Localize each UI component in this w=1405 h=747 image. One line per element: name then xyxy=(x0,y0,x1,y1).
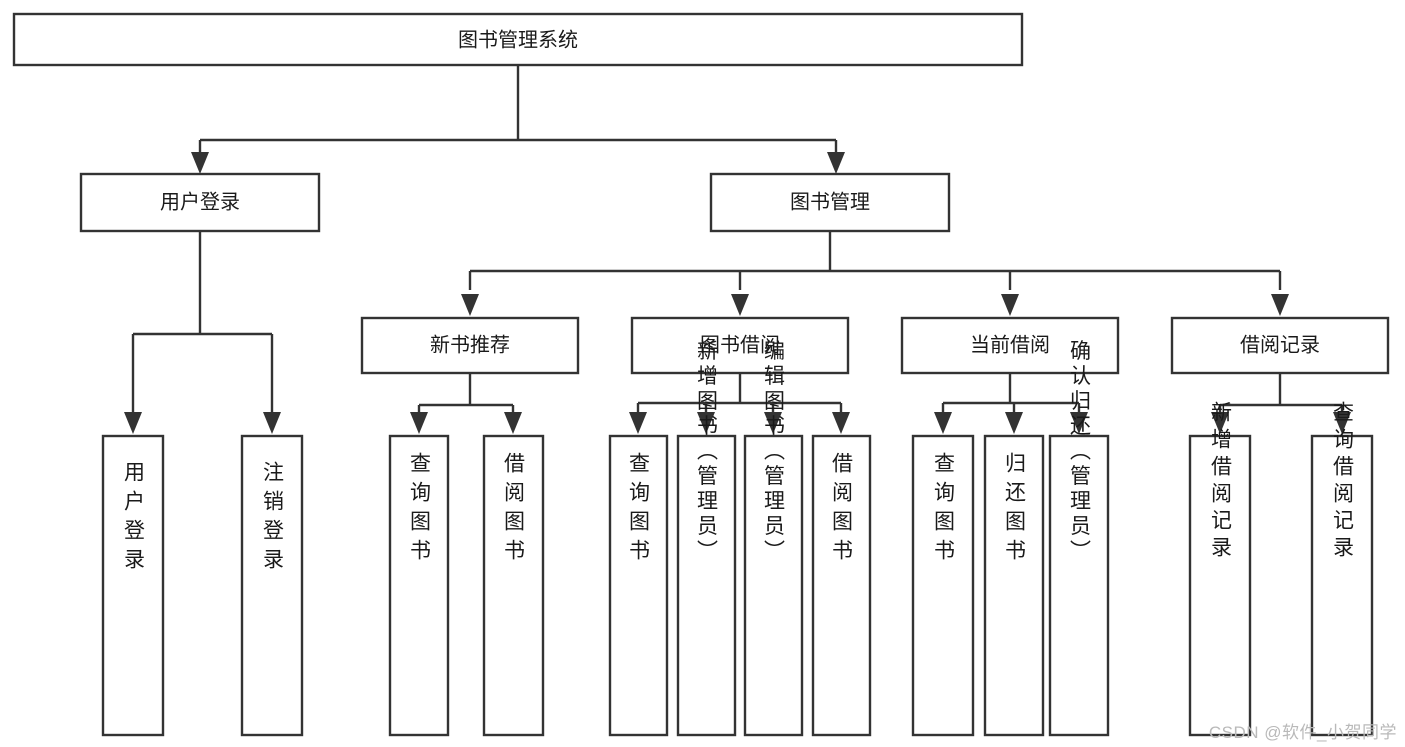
leaf-query-book-borrow-label: 查询图书 xyxy=(627,452,651,568)
leaf-return-book[interactable]: 归还图书 xyxy=(983,434,1045,737)
leaf-query-borrow-record-label: 查询借阅记录 xyxy=(1331,401,1355,563)
leaf-borrow-book-new-box[interactable] xyxy=(482,434,545,737)
leaf-borrow-book-new[interactable]: 借阅图书 xyxy=(482,434,545,737)
leaf-borrow-book-box[interactable] xyxy=(811,434,872,737)
node-current-borrow-label: 当前借阅 xyxy=(970,333,1050,356)
leaf-add-book-admin-label: 新增图书（管理员） xyxy=(695,340,719,565)
leaf-edit-book-admin[interactable]: 编辑图书（管理员） xyxy=(743,340,804,737)
leaf-borrow-book-new-label: 借阅图书 xyxy=(502,452,526,568)
leaf-user-login-label: 用户登录 xyxy=(122,461,146,577)
leaf-query-book-new-box[interactable] xyxy=(388,434,450,737)
arrow-borrow-to-leaf-1 xyxy=(629,412,647,434)
arrow-book-mgmt-to-borrow xyxy=(731,294,749,316)
leaf-query-borrow-record-box[interactable] xyxy=(1310,434,1374,737)
connector-group xyxy=(124,65,1351,434)
node-book-management[interactable]: 图书管理 xyxy=(709,172,951,233)
arrow-book-mgmt-to-current xyxy=(1001,294,1019,316)
node-root[interactable]: 图书管理系统 xyxy=(12,12,1024,67)
leaf-query-book-new[interactable]: 查询图书 xyxy=(388,434,450,737)
leaf-return-book-label: 归还图书 xyxy=(1003,452,1027,568)
node-user-login-label: 用户登录 xyxy=(160,190,240,213)
arrow-borrow-to-leaf-2 xyxy=(697,412,715,434)
node-borrow-records[interactable]: 借阅记录 xyxy=(1170,316,1390,375)
arrow-borrow-to-leaf-3 xyxy=(764,412,782,434)
node-current-borrow[interactable]: 当前借阅 xyxy=(900,316,1120,375)
connector-borrow-trunk xyxy=(636,373,843,418)
connector-records-trunk xyxy=(1218,373,1344,418)
node-book-management-box[interactable] xyxy=(709,172,951,233)
leaf-add-book-admin-box[interactable] xyxy=(676,434,737,737)
node-root-label: 图书管理系统 xyxy=(458,28,578,51)
arrow-book-mgmt-to-new-book xyxy=(461,294,479,316)
leaf-confirm-return-admin-label: 确认归还（管理员） xyxy=(1068,340,1092,565)
leaf-user-login[interactable]: 用户登录 xyxy=(101,434,165,737)
node-user-login-box[interactable] xyxy=(79,172,321,233)
node-new-book-recommend-box[interactable] xyxy=(360,316,580,375)
connector-current-trunk xyxy=(941,373,1081,418)
connector-root-trunk xyxy=(198,65,838,158)
arrow-borrow-to-leaf-4 xyxy=(832,412,850,434)
node-current-borrow-box[interactable] xyxy=(900,316,1120,375)
arrow-current-to-leaf-1 xyxy=(934,412,952,434)
node-book-borrow-label: 图书借阅 xyxy=(700,333,780,356)
leaf-add-book-admin[interactable]: 新增图书（管理员） xyxy=(676,340,737,737)
node-book-borrow[interactable]: 图书借阅 xyxy=(630,316,850,375)
node-new-book-recommend[interactable]: 新书推荐 xyxy=(360,316,580,375)
arrow-records-to-leaf-2 xyxy=(1333,412,1351,434)
leaf-query-book-current[interactable]: 查询图书 xyxy=(911,434,975,737)
leaf-add-borrow-record[interactable]: 新增借阅记录 xyxy=(1188,401,1252,737)
arrow-current-to-leaf-3 xyxy=(1070,412,1088,434)
leaf-query-book-current-box[interactable] xyxy=(911,434,975,737)
leaf-query-book-new-label: 查询图书 xyxy=(408,452,432,568)
arrow-root-to-book-mgmt xyxy=(827,152,845,174)
arrow-root-to-user-login xyxy=(191,152,209,174)
leaf-query-book-borrow[interactable]: 查询图书 xyxy=(608,434,669,737)
leaf-logout[interactable]: 注销登录 xyxy=(240,434,304,737)
arrow-current-to-leaf-2 xyxy=(1005,412,1023,434)
leaf-borrow-book-label: 借阅图书 xyxy=(830,452,854,568)
arrow-user-login-to-leaf-2 xyxy=(263,412,281,434)
leaf-edit-book-admin-box[interactable] xyxy=(743,434,804,737)
leaf-add-borrow-record-label: 新增借阅记录 xyxy=(1209,401,1233,563)
node-book-borrow-box[interactable] xyxy=(630,316,850,375)
connector-new-book-trunk xyxy=(417,373,515,418)
arrow-new-book-to-leaf-2 xyxy=(504,412,522,434)
leaf-borrow-book[interactable]: 借阅图书 xyxy=(811,434,872,737)
connector-book-mgmt-trunk xyxy=(468,231,1282,290)
leaf-add-borrow-record-box[interactable] xyxy=(1188,434,1252,737)
node-user-login[interactable]: 用户登录 xyxy=(79,172,321,233)
leaf-confirm-return-admin-box[interactable] xyxy=(1048,434,1110,737)
leaf-query-book-borrow-box[interactable] xyxy=(608,434,669,737)
node-borrow-records-box[interactable] xyxy=(1170,316,1390,375)
leaf-logout-box[interactable] xyxy=(240,434,304,737)
csdn-watermark: CSDN @软件_小贺同学 xyxy=(1208,723,1397,742)
leaf-query-borrow-record[interactable]: 查询借阅记录 xyxy=(1310,401,1374,737)
leaf-confirm-return-admin[interactable]: 确认归还（管理员） xyxy=(1048,340,1110,737)
leaf-query-book-current-label: 查询图书 xyxy=(932,452,956,568)
node-new-book-recommend-label: 新书推荐 xyxy=(430,333,510,356)
arrow-book-mgmt-to-records xyxy=(1271,294,1289,316)
arrow-user-login-to-leaf-1 xyxy=(124,412,142,434)
leaf-logout-label: 注销登录 xyxy=(261,461,285,577)
arrow-records-to-leaf-1 xyxy=(1211,412,1229,434)
leaf-edit-book-admin-label: 编辑图书（管理员） xyxy=(762,340,786,565)
node-borrow-records-label: 借阅记录 xyxy=(1240,333,1320,356)
node-book-management-label: 图书管理 xyxy=(790,190,870,213)
leaf-user-login-box[interactable] xyxy=(101,434,165,737)
arrow-new-book-to-leaf-1 xyxy=(410,412,428,434)
node-root-box[interactable] xyxy=(12,12,1024,67)
leaf-return-book-box[interactable] xyxy=(983,434,1045,737)
connector-user-login-trunk xyxy=(131,231,274,420)
